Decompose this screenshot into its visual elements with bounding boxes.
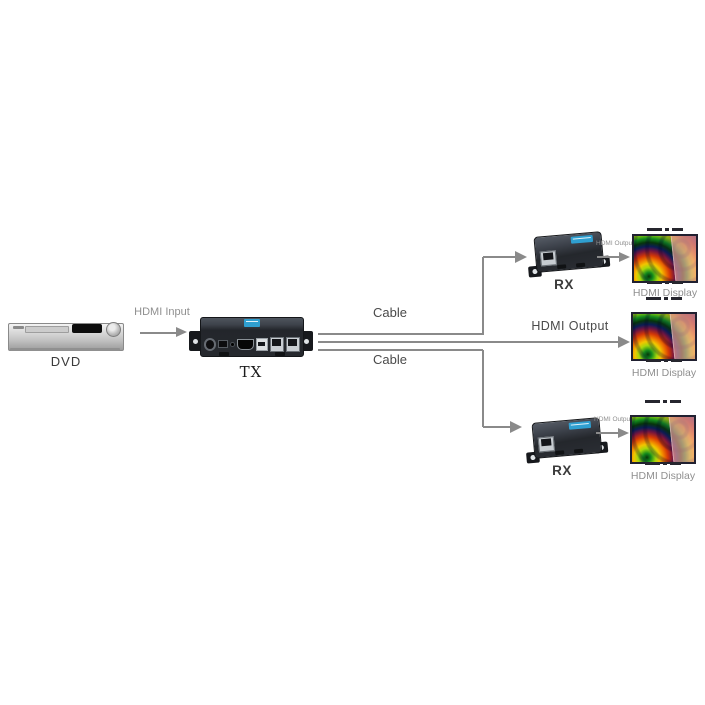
tx-body	[200, 317, 304, 357]
rx-top-output-line	[597, 256, 619, 258]
cable-line-top	[318, 333, 483, 335]
rx-body	[531, 417, 603, 459]
arrow-right-icon	[176, 327, 187, 337]
tx-foot	[219, 352, 229, 356]
hdmi-out-port	[255, 337, 268, 351]
hdmi-in-port	[236, 338, 254, 350]
dvd-brand-mark	[13, 326, 24, 329]
rx-foot	[557, 264, 567, 270]
rx-body	[533, 231, 605, 273]
screw-hole-icon	[193, 339, 198, 344]
pink-overlay	[669, 314, 695, 359]
dvd-player	[8, 317, 124, 357]
rx-rj45-port	[539, 250, 558, 267]
pink-overlay	[668, 417, 694, 462]
tx-mounting-flange-left	[189, 331, 202, 351]
tx-port-row	[204, 335, 301, 353]
rj45-port-1	[269, 336, 284, 352]
rx-top-hdmi-output-label: HDMI Output	[596, 240, 634, 247]
display-top-bar	[645, 400, 681, 403]
hdmi-display-label: HDMI Display	[630, 470, 696, 482]
arrow-right-icon	[510, 421, 522, 433]
rx-foot	[575, 262, 586, 268]
hdmi-display-middle: HDMI Display	[630, 295, 698, 381]
usb-port	[218, 340, 228, 348]
hdmi-input-label: HDMI Input	[134, 306, 190, 318]
rx-bottom-label: RX	[552, 463, 572, 478]
cable-line-top-into-rx	[483, 256, 515, 258]
display-stand	[647, 281, 683, 284]
tx-label: TX	[239, 363, 263, 381]
ir-port	[229, 341, 235, 347]
tx-unit	[189, 314, 313, 360]
hdmi-display-bottom: HDMI Display	[629, 398, 697, 484]
display-screen	[630, 415, 696, 464]
display-top-bar	[646, 297, 682, 300]
arrow-right-icon	[515, 251, 527, 263]
display-top-bar	[647, 228, 683, 231]
rx-rj45-port	[537, 436, 556, 453]
cable-line-bottom-into-rx	[483, 426, 511, 428]
power-jack-port	[204, 337, 217, 351]
rx-bottom-hdmi-output-label: HDMI Output	[594, 416, 632, 423]
arrow-right-icon	[619, 252, 630, 262]
arrow-right-icon	[618, 336, 630, 348]
cable-line-bottom-vertical	[482, 350, 484, 427]
rj45-port-2	[285, 336, 301, 352]
rx-bottom-output-line	[596, 432, 618, 434]
hdmi-input-line	[140, 332, 176, 334]
dvd-display-window	[72, 324, 102, 333]
dvd-knob	[106, 322, 121, 337]
display-screen	[631, 312, 697, 361]
hdmi-display-label: HDMI Display	[632, 287, 698, 299]
hdmi-display-label: HDMI Display	[631, 367, 697, 379]
cable-top-label: Cable	[373, 305, 407, 320]
arrow-right-icon	[618, 428, 629, 438]
display-screen	[632, 234, 698, 283]
hdmi-output-line-middle	[318, 341, 619, 343]
tx-blue-sticker	[244, 319, 260, 327]
rx-unit-top	[526, 229, 612, 278]
dvd-label: DVD	[50, 354, 82, 369]
rx-foot	[573, 448, 584, 454]
tx-foot	[275, 352, 285, 356]
hdmi-output-middle-label: HDMI Output	[531, 319, 609, 333]
display-stand	[645, 462, 681, 465]
dvd-disc-tray	[25, 326, 69, 333]
rx-top-label: RX	[554, 277, 574, 292]
pink-overlay	[670, 236, 696, 281]
screw-hole-icon	[304, 339, 309, 344]
cable-line-top-vertical	[482, 257, 484, 335]
display-stand	[646, 359, 682, 362]
rx-foot	[555, 450, 565, 456]
cable-bottom-label: Cable	[373, 352, 407, 367]
cable-line-bottom	[318, 349, 483, 351]
dvd-base	[10, 348, 120, 351]
hdmi-display-top: HDMI Display	[631, 226, 699, 312]
